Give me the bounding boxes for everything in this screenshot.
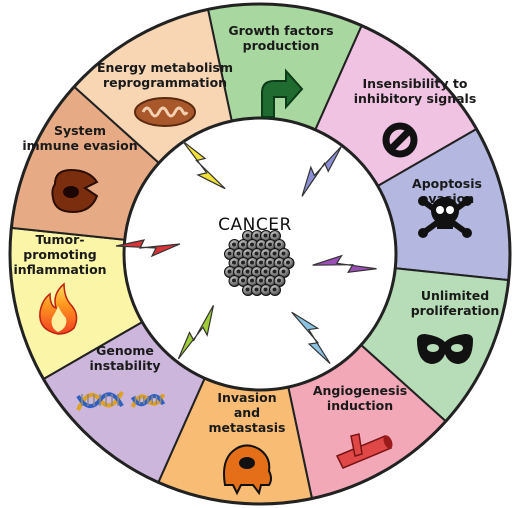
skull-icon [418,196,472,238]
arrow-icon [261,68,304,118]
mitochondrion-icon [134,97,196,127]
invading-cell-icon [223,444,272,496]
dna-icon [76,391,166,411]
bolt-red-icon [115,239,181,258]
flame-icon [39,282,78,335]
mask-icon [417,334,473,364]
stop-icon [382,122,418,158]
bolt-yellow-icon [182,140,226,190]
vessel-icon [335,433,393,469]
immune-cell-icon [51,168,99,214]
tumor-cell-cluster [224,230,295,296]
bolt-green-icon [177,305,215,360]
center-label: CANCER [218,215,292,235]
bolt-purple-icon [312,254,377,274]
bolt-lightblue-icon [291,311,331,364]
bolt-blue-icon [301,145,343,197]
outer-rim [8,2,512,506]
